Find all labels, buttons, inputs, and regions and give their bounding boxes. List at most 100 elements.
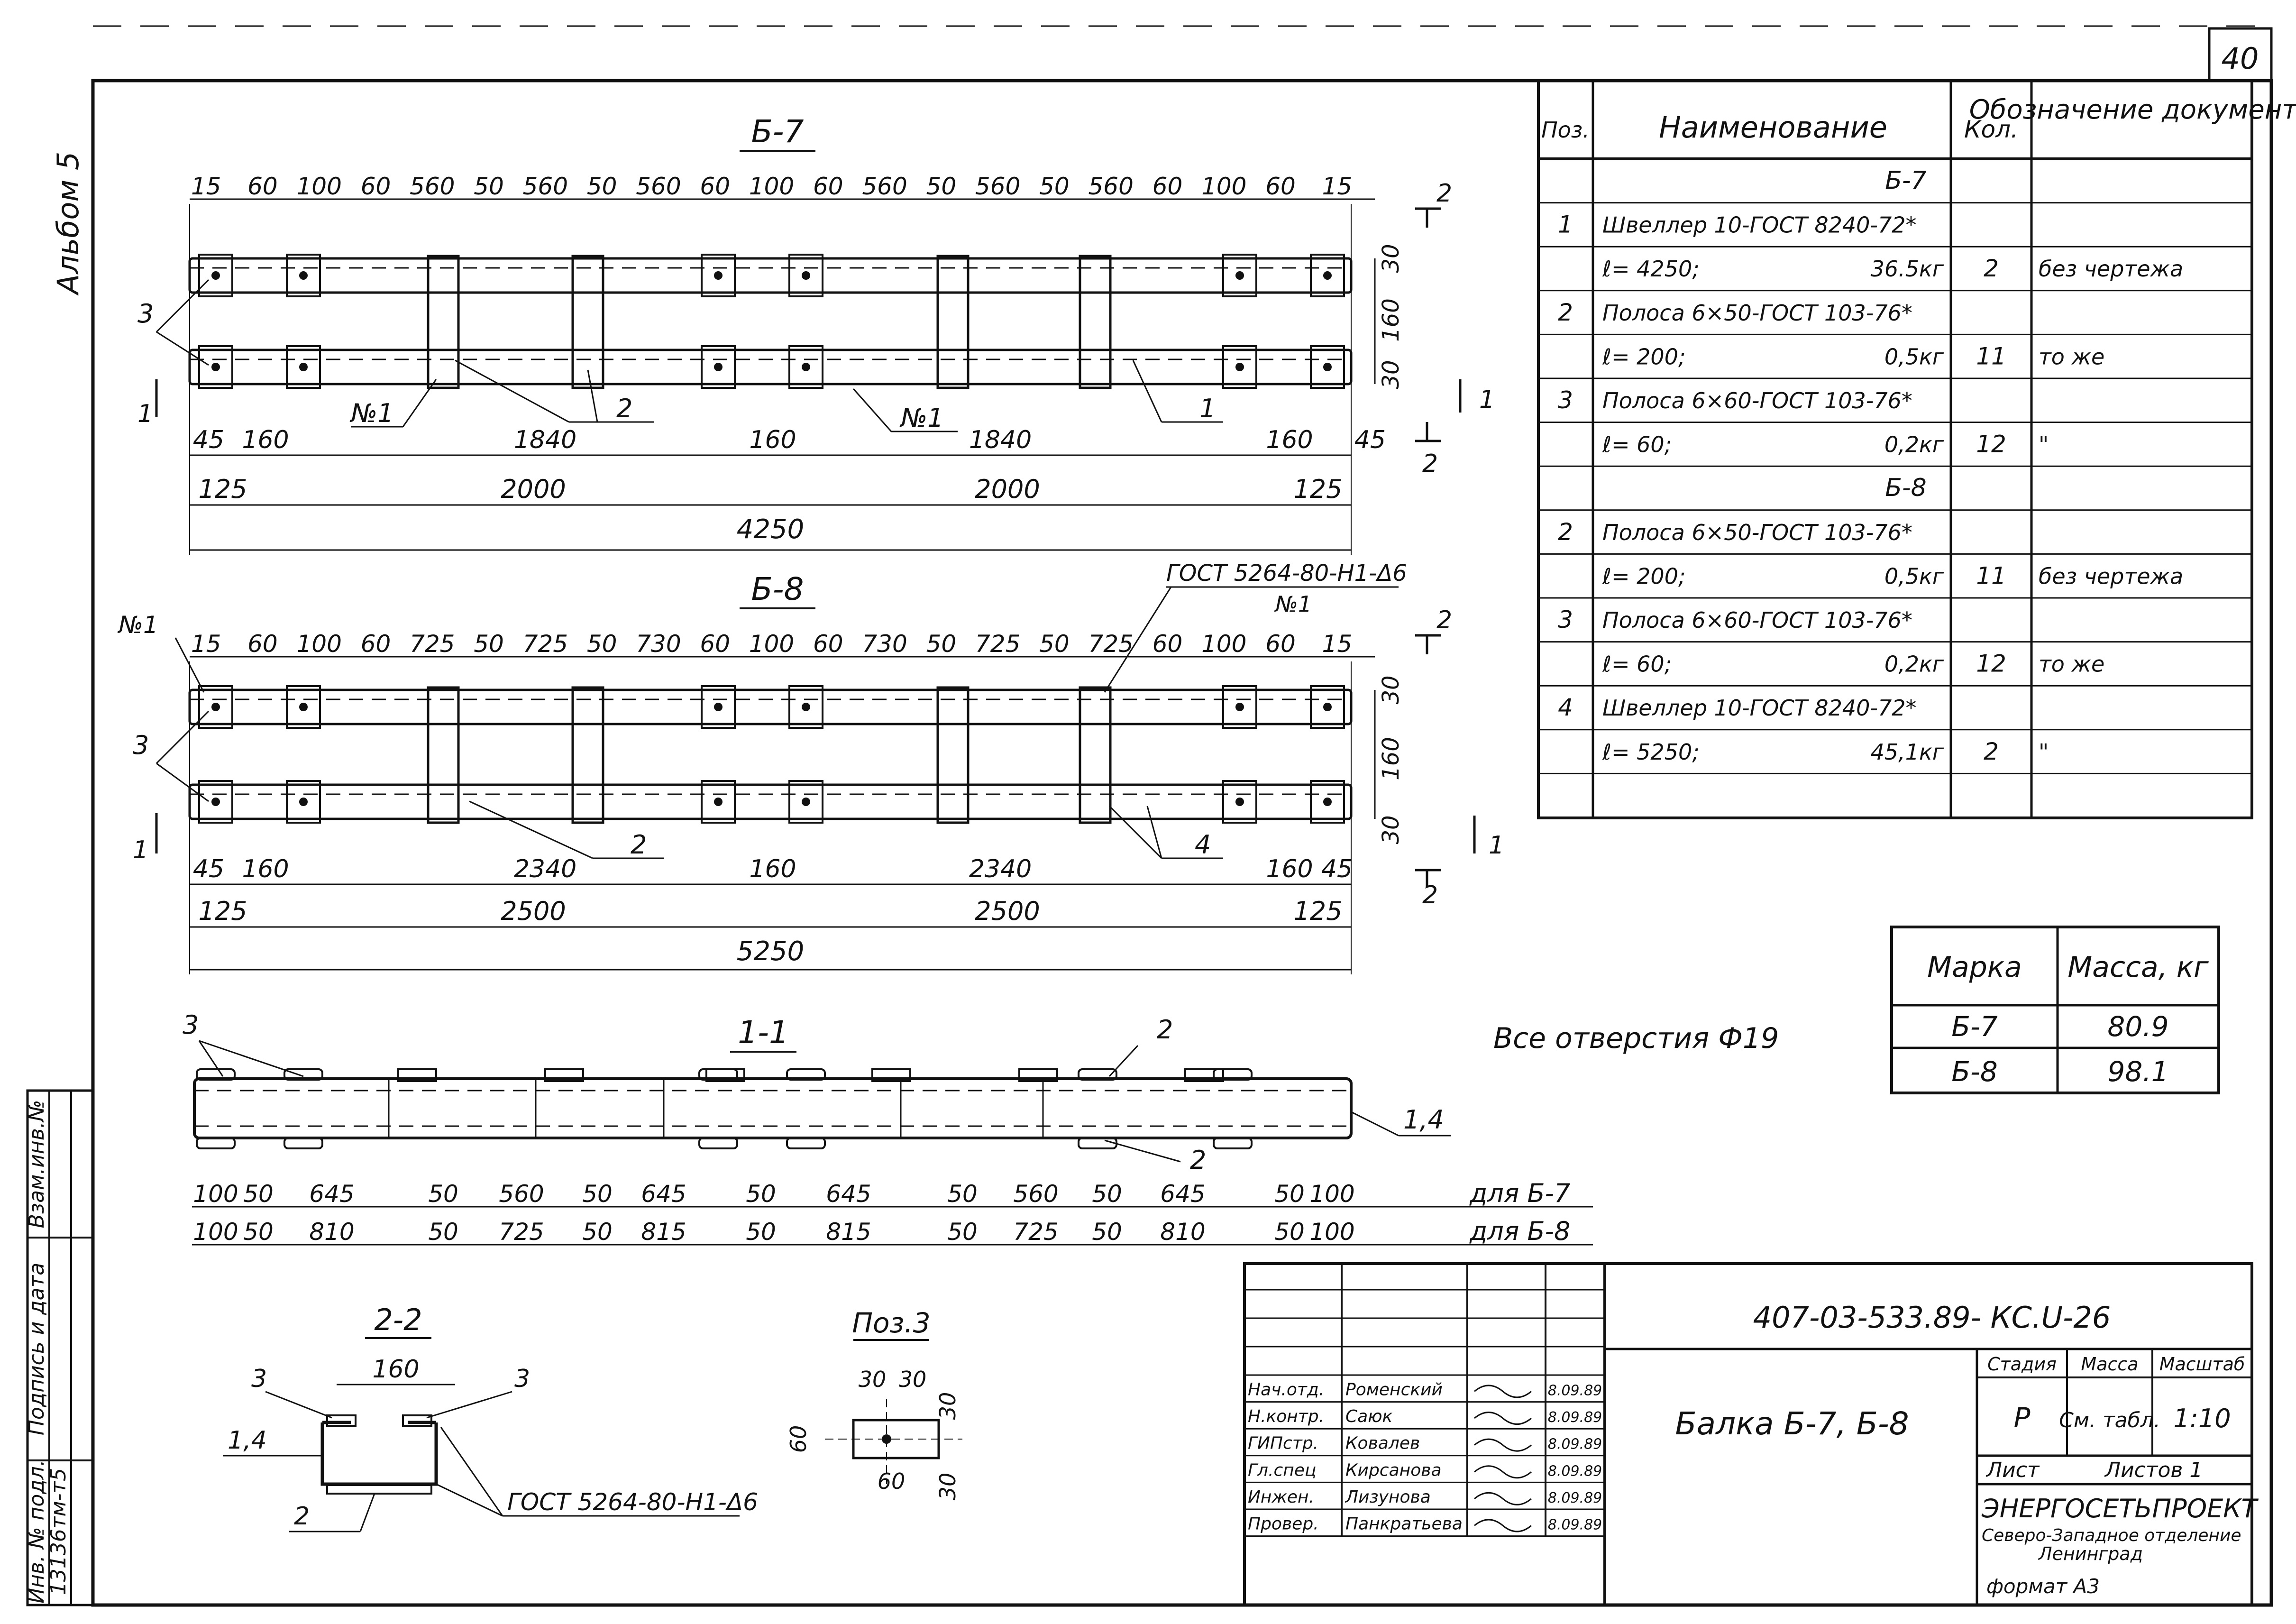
tb-signature-4 xyxy=(1474,1492,1532,1505)
b7-plate-tie-3 xyxy=(1079,255,1112,389)
s22-callout-1-4: 1,4 xyxy=(228,1426,267,1455)
s11-plate-top-1 xyxy=(544,1068,584,1082)
pos3-dim-6: 30 xyxy=(935,1473,960,1501)
tb-date-1: 8.09.89 xyxy=(1548,1409,1602,1426)
spec-row-13-doc: " xyxy=(2039,739,2049,765)
dim-label-b8-topdims-17: 60 xyxy=(1153,630,1183,658)
b7-plate-small-1-0 xyxy=(286,254,321,297)
b8-plate-small-4-0 xyxy=(1222,685,1257,729)
tb-signature-1 xyxy=(1474,1412,1532,1425)
spec-row-11-mass: 0,2кг xyxy=(1884,651,1944,677)
mass-header-mass: Масса, кг xyxy=(2067,951,2209,984)
dim-label-b8-topdims-10: 100 xyxy=(749,630,794,658)
b7-plate-small-5-1 xyxy=(1310,345,1345,389)
b7-side-dim-2: 160 xyxy=(1378,298,1404,342)
tb-signature-3 xyxy=(1474,1465,1532,1479)
dim-label-b7-middims-3: 160 xyxy=(749,426,796,454)
b7-hole-5-1 xyxy=(1323,363,1332,371)
spec-row-10-pos: 3 xyxy=(1558,606,1573,633)
spec-row-2-mass: 36.5кг xyxy=(1871,256,1944,282)
s22-callout-3-right: 3 xyxy=(514,1365,530,1393)
b8-section-mark-bottom: 2 xyxy=(1422,881,1438,909)
dim-label-b8-dims125-1: 2500 xyxy=(501,896,566,926)
b8-plate-small-3-0 xyxy=(788,685,823,729)
tb-name-0: Роменский xyxy=(1345,1380,1443,1399)
spec-row-13-mass: 45,1кг xyxy=(1871,739,1944,765)
dim-label-b8-topdims-14: 725 xyxy=(975,630,1020,658)
left-stamp-strip: Взам.инв.№ Подпись и дата Инв. № подл. 1… xyxy=(25,1089,94,1606)
dim-label-s11-row-b7-5: 50 xyxy=(582,1180,613,1208)
b8-plate-small-4-1 xyxy=(1222,780,1257,824)
b7-hole-5-0 xyxy=(1323,271,1332,280)
dim-label-b7-topdims-15: 50 xyxy=(1039,173,1070,200)
tb-signature-0 xyxy=(1474,1385,1532,1398)
s11-label-b7: для Б-7 xyxy=(1469,1178,1570,1208)
s22-channel xyxy=(320,1422,438,1486)
mass-header: Масса xyxy=(2081,1354,2138,1375)
b7-callout-n1-left: №1 xyxy=(349,398,394,428)
dim-label-b7-topdims-4: 560 xyxy=(410,173,455,200)
b8-hole-1-1 xyxy=(299,798,308,806)
dim-label-b7-dims125-3: 125 xyxy=(1293,474,1342,504)
dim-label-s11-row-b7-12: 645 xyxy=(1160,1180,1205,1208)
b8-plate-small-1-0 xyxy=(286,685,321,729)
b8-plate-small-0-1 xyxy=(198,780,233,824)
b7-plate-small-4-0 xyxy=(1222,254,1257,297)
b7-cut-mark-left: 1 xyxy=(137,400,153,428)
b7-hole-1-1 xyxy=(299,363,308,371)
dim-label-s11-row-b7-3: 50 xyxy=(428,1180,458,1208)
b7-plate-small-0-0 xyxy=(198,254,233,297)
dim-label-b8-dims125-2: 2500 xyxy=(975,896,1040,926)
dim-label-s11-row-b7-2: 645 xyxy=(309,1180,354,1208)
s11-pad-bottom-1 xyxy=(284,1137,323,1149)
s11-plate-top-0 xyxy=(397,1068,437,1082)
b7-total-length: 4250 xyxy=(737,514,805,545)
b7-callout-1: 1 xyxy=(1199,394,1216,423)
b8-hole-2-1 xyxy=(714,798,723,806)
tb-name-5: Панкратьева xyxy=(1345,1514,1463,1533)
album-label: Альбом 5 xyxy=(51,152,85,296)
pos3-hole xyxy=(882,1434,891,1444)
dim-label-s11-row-b8-14: 100 xyxy=(1309,1218,1354,1246)
spec-row-11-doc: то же xyxy=(2039,651,2104,677)
b8-hole-5-0 xyxy=(1323,703,1332,711)
b7-plate-tie-0 xyxy=(427,255,460,389)
spec-row-4-name: ℓ= 200; xyxy=(1602,344,1685,369)
document-code: 407-03-533.89- КС.U-26 xyxy=(1753,1300,2111,1335)
b7-hole-2-0 xyxy=(714,271,723,280)
tb-signature-5 xyxy=(1474,1519,1532,1532)
spec-row-2-qty: 2 xyxy=(1984,255,1999,282)
spec-row-9-qty: 11 xyxy=(1976,562,2006,589)
signature-label: Подпись и дата xyxy=(25,1263,49,1435)
mass-value: См. табл. xyxy=(2059,1408,2160,1432)
dim-label-b8-topdims-8: 730 xyxy=(636,630,681,658)
spec-header-doc: Обозначение документа xyxy=(1969,94,2296,125)
s11-pad-top-2 xyxy=(698,1068,738,1081)
dim-label-b7-middims-0: 45 xyxy=(193,426,224,454)
dim-label-b8-topdims-15: 50 xyxy=(1039,630,1070,658)
b7-plate-tie-2 xyxy=(936,255,970,389)
spec-row-9-name: ℓ= 200; xyxy=(1602,563,1685,589)
spec-row-12-pos: 4 xyxy=(1558,694,1573,721)
spec-row-13-name: ℓ= 5250; xyxy=(1602,739,1700,765)
dim-label-s11-row-b7-0: 100 xyxy=(193,1180,238,1208)
dim-label-b8-topdims-5: 50 xyxy=(474,630,504,658)
s11-pad-top-1 xyxy=(284,1068,323,1081)
b7-plate-small-2-1 xyxy=(701,345,736,389)
b8-plates xyxy=(198,685,1345,824)
stage-header: Стадия xyxy=(1987,1354,2057,1375)
mass-table: Марка Масса, кг Б-7 80.9 Б-8 98.1 xyxy=(1890,926,2220,1094)
s22-gost: ГОСТ 5264-80-Н1-Δ6 xyxy=(507,1488,758,1516)
s22-plate-left xyxy=(326,1414,357,1427)
tb-name-1: Саюк xyxy=(1345,1407,1393,1426)
mass-row-1-value: 80.9 xyxy=(2107,1010,2168,1043)
dim-label-s11-row-b7-4: 560 xyxy=(499,1180,544,1208)
section-1-1-title: 1-1 xyxy=(738,1014,789,1051)
dim-label-s11-row-b8-2: 810 xyxy=(309,1218,354,1246)
spec-header-qty: Кол. xyxy=(1964,116,2018,143)
spec-row-7-group: Б-8 xyxy=(1885,474,1927,502)
